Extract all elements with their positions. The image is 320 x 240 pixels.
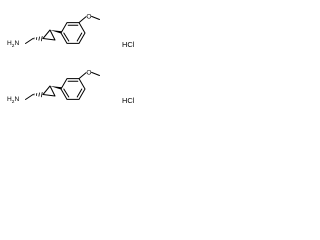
aromatic-double-bond [76,32,83,42]
bond-n-ch2-2 [25,94,34,100]
amine-subscript-2: 2 [12,99,15,105]
structure-canvas: H2N O HCl H2N [7,14,135,105]
amine-n-2: N [14,96,19,103]
hash-line [41,36,43,42]
oxygen-label-1: O [86,14,91,21]
bond-aryl-o-2 [78,72,87,80]
benzene-ring-1 [60,22,86,44]
aromatic-double-bond [63,88,70,98]
hashed-bond-2 [33,92,43,98]
hash-line [41,92,43,98]
bond-n-ch2-1 [25,38,34,44]
amine-h-2: H [7,96,12,103]
benzene-hexagon [60,78,86,100]
molecule-1: H2N O HCl [7,14,135,49]
hashed-bond-1 [33,36,43,42]
benzene-hexagon [60,22,86,44]
hash-line [38,92,40,97]
cyclopropane-ring-1 [42,29,56,41]
aromatic-double-bond [63,32,70,42]
bond-aryl-o-1 [78,16,87,24]
bond-o-methyl-2 [91,71,100,76]
oxygen-label-2: O [86,70,91,77]
benzene-ring-2 [60,78,86,100]
amine-subscript-1: 2 [12,43,15,49]
aromatic-double-bond [76,88,83,98]
salt-label-2: HCl [122,96,135,105]
amine-label-2: H2N [7,96,19,105]
wedge-bond-1 [50,30,62,34]
wedge-bond-2 [50,86,62,90]
molecule-2: H2N O HCl [7,70,135,105]
salt-label-1: HCl [122,40,135,49]
amine-n-1: N [14,40,19,47]
amine-label-1: H2N [7,40,19,49]
amine-h-1: H [7,40,12,47]
bond-o-methyl-1 [91,15,100,20]
hash-line [38,36,40,41]
cyclopropane-ring-2 [42,85,56,97]
